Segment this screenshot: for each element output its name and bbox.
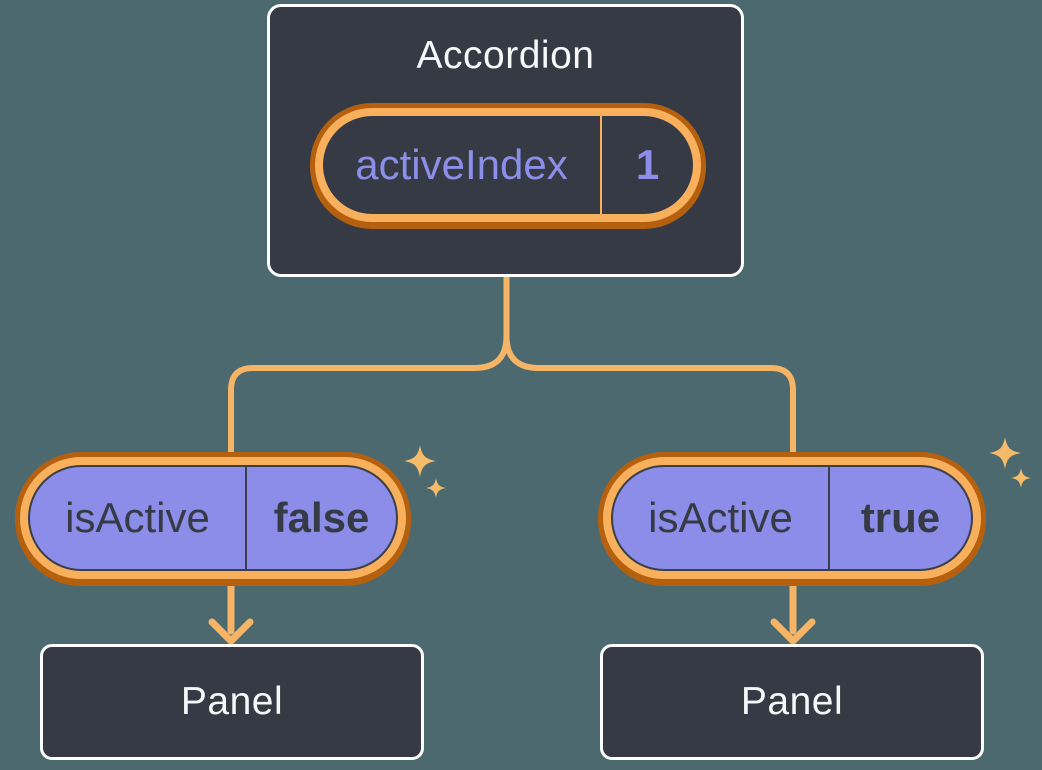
arrow-down-left [208, 578, 254, 645]
connector-right-branch [503, 275, 796, 454]
arrow-head-icon [208, 618, 254, 645]
panel-component-box-right: Panel [600, 644, 984, 760]
prop-name-label: isActive [613, 467, 830, 569]
state-pill-activeindex: activeIndex 1 [310, 103, 706, 227]
connector-left-branch [228, 275, 510, 454]
sparkle-icon [989, 437, 1021, 469]
prop-pill-body: isActive false [28, 465, 398, 571]
accordion-title: Accordion [416, 34, 595, 77]
panel-component-box-left: Panel [40, 644, 424, 760]
state-value-label: 1 [635, 141, 660, 188]
prop-pill-body: isActive true [611, 465, 973, 571]
prop-value-label: false [273, 494, 370, 541]
arrow-head-icon [770, 618, 816, 645]
prop-name-label: isActive [30, 467, 247, 569]
state-pill-body: activeIndex 1 [323, 116, 693, 214]
arrow-down-right [770, 578, 816, 645]
prop-pill-isactive-true: isActive true [598, 452, 986, 584]
sparkle-icon [1011, 468, 1031, 488]
state-name-label: activeIndex [323, 116, 602, 214]
sparkle-icon [426, 478, 446, 498]
prop-value-label: true [860, 494, 941, 541]
prop-pill-isactive-false: isActive false [15, 452, 411, 584]
sparkle-icon [404, 445, 436, 477]
